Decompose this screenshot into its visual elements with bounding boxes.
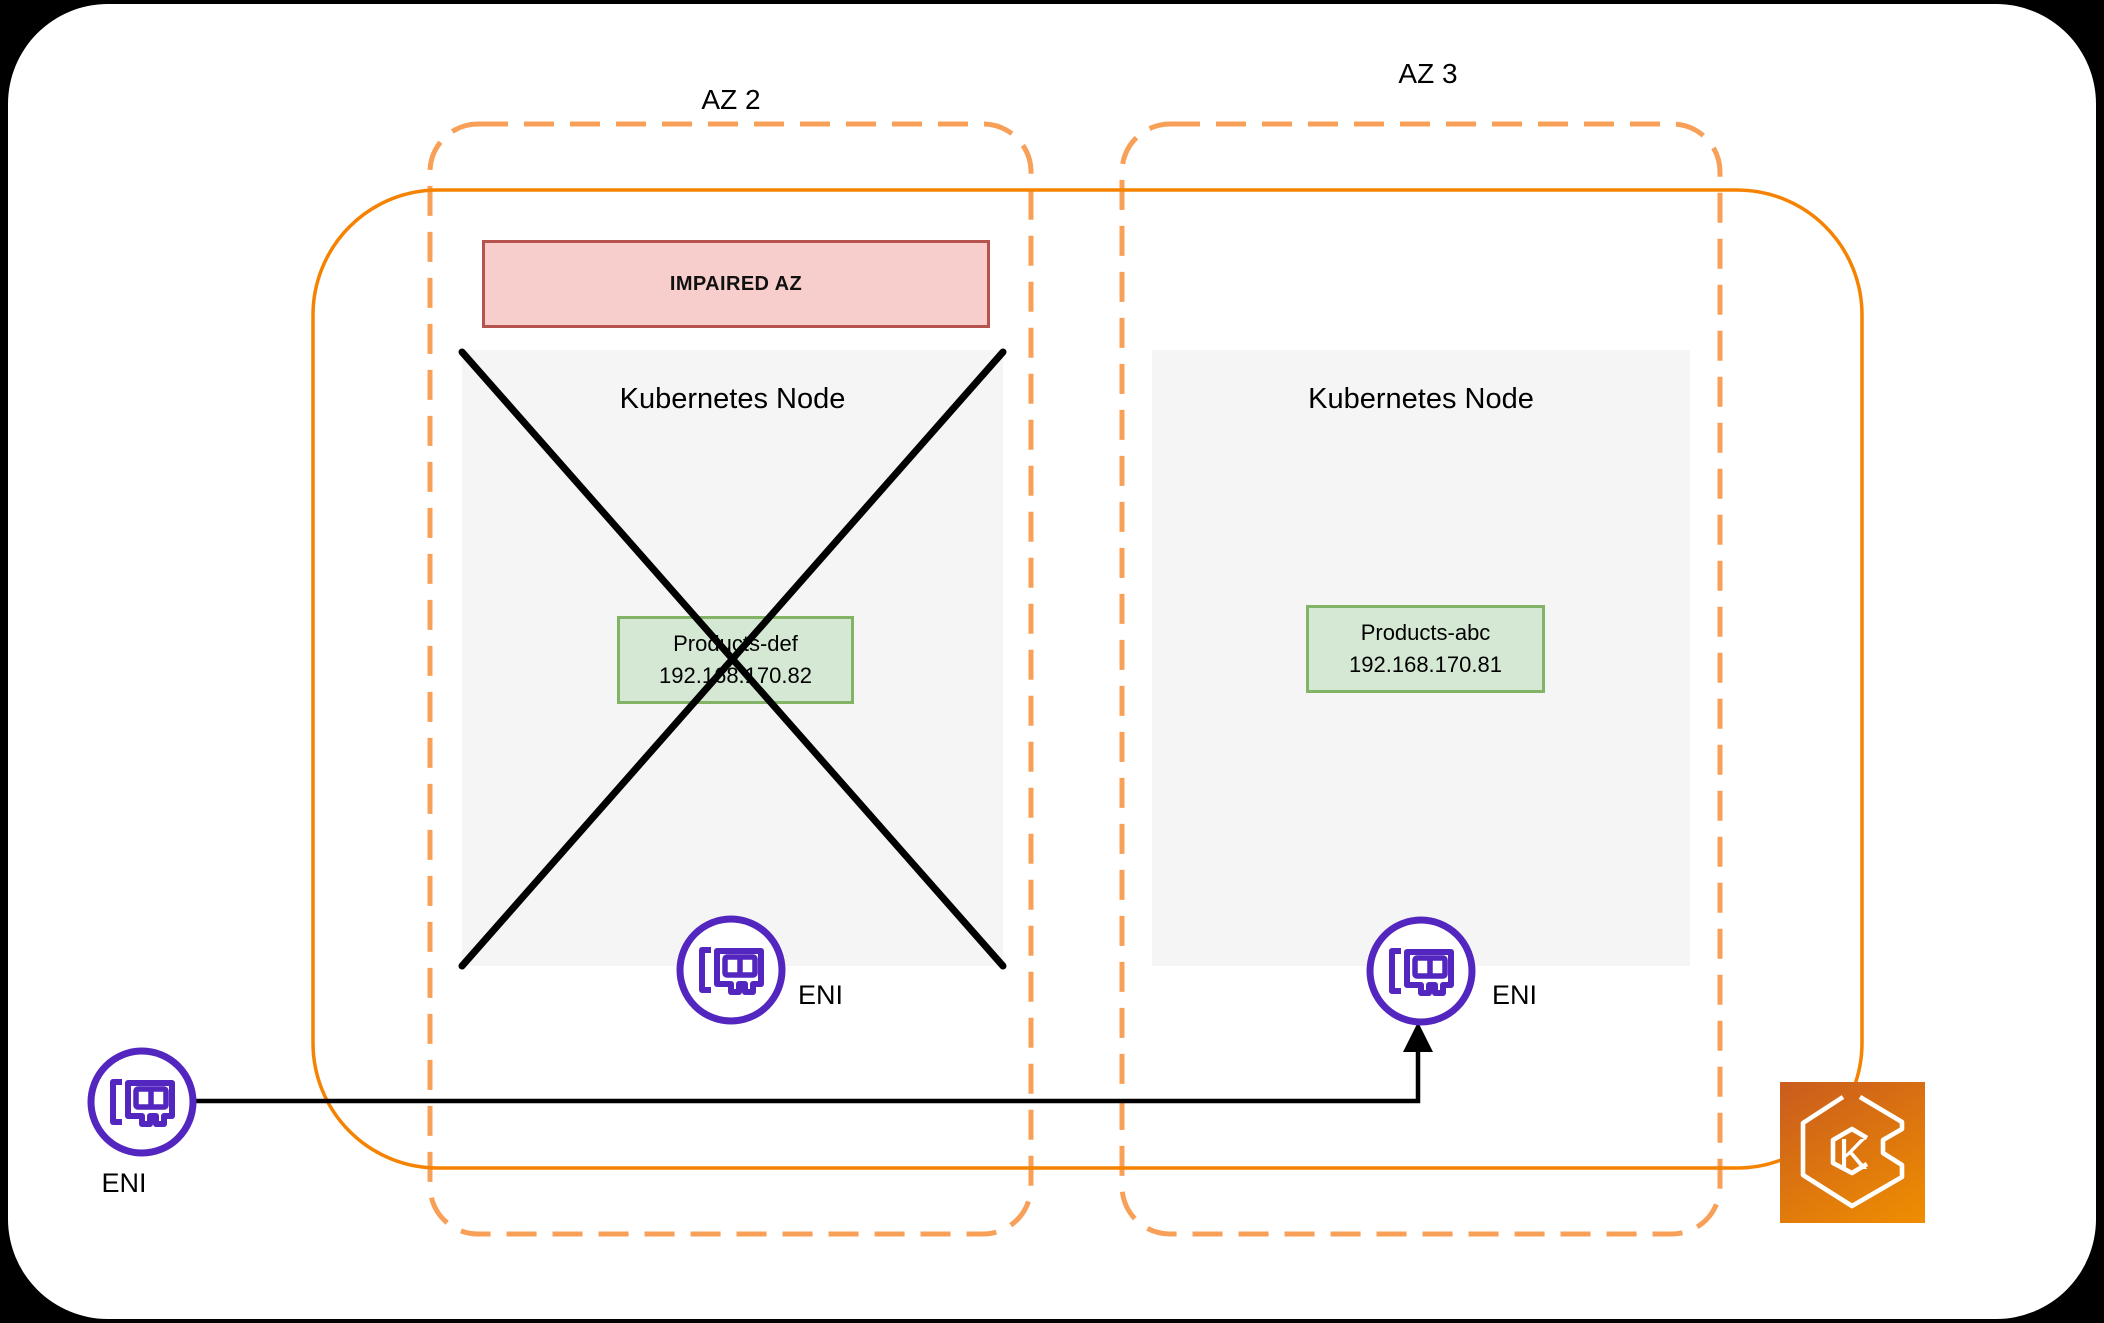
kubernetes-node-az2-title: Kubernetes Node	[619, 383, 846, 415]
eks-cube-outline	[1800, 1095, 1905, 1209]
pod-products-def: Products-def 192.168.170.82	[617, 616, 854, 704]
az3-label: AZ 3	[1398, 58, 1458, 89]
pod-products-def-name: Products-def	[673, 631, 798, 656]
eks-icon: K	[1780, 1082, 1925, 1223]
az2-label: AZ 2	[701, 84, 761, 115]
pod-products-abc-ip: 192.168.170.81	[1349, 652, 1502, 677]
pod-products-def-ip: 192.168.170.82	[659, 663, 812, 688]
pod-products-abc: Products-abc 192.168.170.81	[1306, 605, 1545, 693]
eni-label-external: ENI	[101, 1168, 147, 1198]
impaired-az-banner: IMPAIRED AZ	[482, 240, 990, 328]
kubernetes-node-az3-title: Kubernetes Node	[1308, 383, 1534, 415]
pod-products-abc-name: Products-abc	[1360, 620, 1491, 645]
eni-label-az2: ENI	[798, 980, 844, 1010]
eni-label-az3: ENI	[1492, 980, 1538, 1010]
eks-inner-hexagon	[1830, 1126, 1869, 1176]
eks-letter: K	[1838, 1130, 1868, 1179]
